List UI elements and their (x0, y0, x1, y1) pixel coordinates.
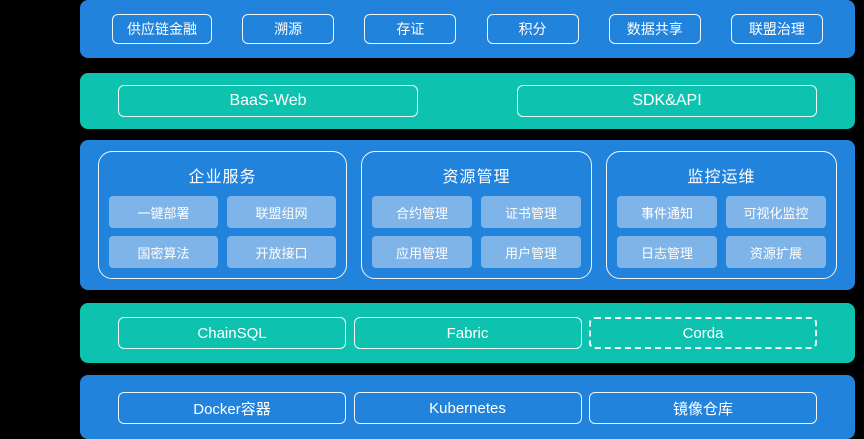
chain-item-chainsql[interactable]: ChainSQL (118, 317, 346, 349)
platform-item-one-click-deploy[interactable]: 一键部署 (109, 196, 218, 228)
infra-item-docker-container[interactable]: Docker容器 (118, 392, 346, 424)
layer-chains: ChainSQL Fabric Corda (80, 303, 855, 363)
layer-platform: 企业服务 一键部署 联盟组网 国密算法 开放接口 资源管理 合约管理 证书管理 … (80, 140, 855, 290)
group-title-resource-management: 资源管理 (442, 169, 511, 186)
app-item-supply-chain-finance[interactable]: 供应链金融 (112, 14, 212, 44)
app-item-data-sharing[interactable]: 数据共享 (608, 14, 701, 44)
platform-item-sm-crypto[interactable]: 国密算法 (109, 236, 218, 268)
app-item-traceability[interactable]: 溯源 (242, 14, 335, 44)
group-title-enterprise-services: 企业服务 (188, 169, 257, 186)
group-title-monitoring-ops: 监控运维 (687, 169, 756, 186)
platform-item-log-management[interactable]: 日志管理 (617, 236, 717, 268)
chain-item-corda[interactable]: Corda (589, 317, 817, 349)
access-item-sdk-api[interactable]: SDK&API (517, 85, 817, 117)
platform-item-alliance-networking[interactable]: 联盟组网 (227, 196, 336, 228)
layer-access: BaaS-Web SDK&API (80, 73, 855, 129)
platform-item-event-notification[interactable]: 事件通知 (617, 196, 717, 228)
infra-item-kubernetes[interactable]: Kubernetes (353, 392, 582, 424)
group-grid-monitoring-ops: 事件通知 可视化监控 日志管理 资源扩展 (617, 196, 826, 268)
app-item-alliance-governance[interactable]: 联盟治理 (730, 14, 823, 44)
layer-infrastructure: Docker容器 Kubernetes 镜像仓库 (80, 375, 855, 439)
access-item-baas-web[interactable]: BaaS-Web (118, 85, 418, 117)
platform-item-application-management[interactable]: 应用管理 (372, 236, 472, 268)
layer-applications: 供应链金融 溯源 存证 积分 数据共享 联盟治理 (80, 0, 855, 58)
app-item-points[interactable]: 积分 (486, 14, 579, 44)
platform-item-visual-monitoring[interactable]: 可视化监控 (726, 196, 826, 228)
app-item-evidence-storage[interactable]: 存证 (364, 14, 457, 44)
group-grid-resource-management: 合约管理 证书管理 应用管理 用户管理 (372, 196, 581, 268)
platform-item-contract-management[interactable]: 合约管理 (372, 196, 472, 228)
infra-item-image-repository[interactable]: 镜像仓库 (589, 392, 817, 424)
platform-item-certificate-management[interactable]: 证书管理 (481, 196, 581, 228)
chain-item-fabric[interactable]: Fabric (353, 317, 582, 349)
group-grid-enterprise-services: 一键部署 联盟组网 国密算法 开放接口 (109, 196, 336, 268)
platform-group-resource-management: 资源管理 合约管理 证书管理 应用管理 用户管理 (361, 151, 592, 279)
platform-item-resource-scaling[interactable]: 资源扩展 (726, 236, 826, 268)
platform-item-open-interface[interactable]: 开放接口 (227, 236, 336, 268)
platform-group-enterprise-services: 企业服务 一键部署 联盟组网 国密算法 开放接口 (98, 151, 347, 279)
platform-group-monitoring-ops: 监控运维 事件通知 可视化监控 日志管理 资源扩展 (606, 151, 837, 279)
platform-item-user-management[interactable]: 用户管理 (481, 236, 581, 268)
